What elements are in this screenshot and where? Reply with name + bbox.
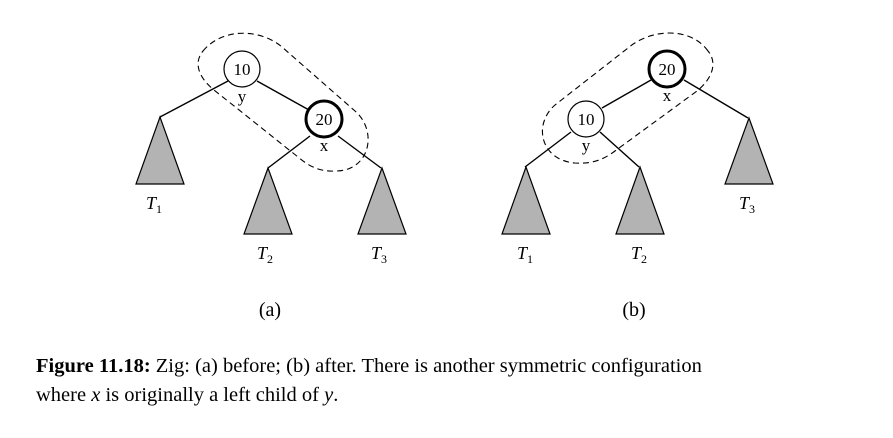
edge-root-to-child-a <box>256 80 310 111</box>
node-10-b-tag: y <box>582 136 591 155</box>
figure-caption: Figure 11.18: Zig: (a) before; (b) after… <box>36 352 866 410</box>
panel-b: 20 x 10 y T1 T2 T3 (b) <box>501 32 774 321</box>
edge-child-to-t2-a <box>267 135 311 169</box>
node-10-a-value: 10 <box>234 60 251 79</box>
panel-b-label: (b) <box>622 299 645 321</box>
node-20-b <box>647 49 687 89</box>
node-20-a-value: 20 <box>316 110 333 129</box>
caption-var-x: x <box>91 384 101 406</box>
edge-root-to-child-b <box>601 79 652 109</box>
caption-text-line1: Zig: (a) before; (b) after. There is ano… <box>150 355 702 377</box>
panel-a: 10 y 20 x T1 T2 T3 (a) <box>135 32 407 321</box>
node-10-b <box>567 100 605 138</box>
subtree-t1-label-a: T1 <box>146 193 162 216</box>
edge-root-to-t1-a <box>159 80 229 118</box>
subtree-t2-label-a: T2 <box>257 243 273 266</box>
subtree-t2-label-b: T2 <box>631 243 647 266</box>
caption-text-end: . <box>333 384 339 406</box>
edge-child-to-t1-b <box>524 131 572 168</box>
subtree-t3-triangle-b <box>724 116 774 185</box>
subtree-t2-triangle-b <box>615 165 665 235</box>
zig-rotation-figure: 10 y 20 x T1 T2 T3 (a) 20 x 10 y T1 T2 T… <box>135 32 774 321</box>
edge-child-to-t3-a <box>337 135 382 169</box>
caption-line2: where x is originally a left child of y. <box>36 381 866 410</box>
node-20-b-tag: x <box>663 86 672 105</box>
node-20-a-tag: x <box>320 136 329 155</box>
subtree-t3-label-a: T3 <box>371 243 387 266</box>
subtree-t3-triangle-a <box>357 166 407 235</box>
node-20-b-value: 20 <box>659 60 676 79</box>
dashed-enclosure-b <box>541 32 714 164</box>
caption-heading: Figure 11.18: <box>36 355 151 377</box>
subtree-t1-triangle-a <box>135 115 185 185</box>
caption-var-y: y <box>324 384 334 406</box>
subtree-t1-label-b: T1 <box>517 243 533 266</box>
subtree-t3-label-b: T3 <box>739 193 755 216</box>
caption-text-middle: is originally a left child of <box>100 384 325 406</box>
node-10-b-value: 10 <box>578 110 595 129</box>
node-20-a <box>304 99 344 139</box>
panel-a-label: (a) <box>259 299 281 321</box>
edge-root-to-t3-b <box>683 79 749 119</box>
node-10-a <box>223 50 261 88</box>
node-10-a-tag: y <box>238 87 247 106</box>
dashed-enclosure-a <box>197 32 369 172</box>
subtree-t1-triangle-b <box>501 165 551 235</box>
subtree-t2-triangle-a <box>243 166 293 235</box>
edge-child-to-t2-b <box>599 131 640 168</box>
caption-text-where: where <box>36 384 92 406</box>
